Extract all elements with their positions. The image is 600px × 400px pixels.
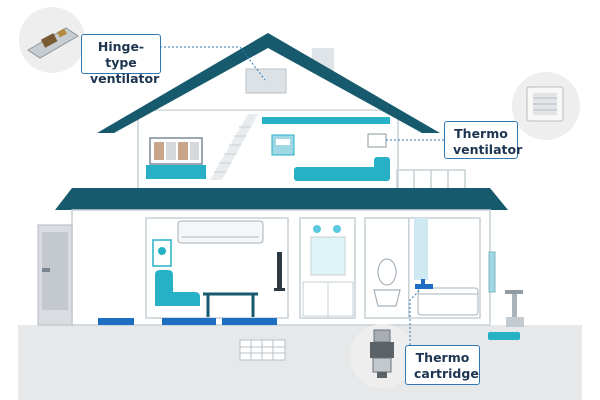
side-window (488, 251, 496, 293)
attic-ventilator (245, 68, 287, 94)
thermo-cartridge-label: Thermo cartridge (405, 345, 480, 385)
table (203, 292, 258, 317)
hinge-ventilator-thumbnail (19, 7, 85, 73)
hinge-label-line1: Hinge-type (97, 39, 145, 70)
foundation-vent (239, 339, 286, 361)
outdoor-faucet (505, 290, 524, 327)
lower-roof (55, 188, 508, 210)
washroom-light-left (313, 225, 321, 233)
shower-column (414, 218, 428, 280)
armchair (155, 270, 200, 306)
thermo-vent-label-line1: Thermo (454, 126, 508, 141)
thermo-vent-label-line2: ventilator (453, 142, 523, 157)
staircase (214, 126, 251, 173)
bookshelf (149, 137, 203, 165)
outdoor-pipe (488, 332, 520, 340)
vanity-cabinet (302, 281, 354, 317)
rug-right (222, 318, 277, 325)
rug-center (162, 318, 216, 325)
television (274, 252, 285, 291)
toilet (373, 258, 401, 307)
thermo-cartridge-thumbnail (350, 324, 414, 388)
thermo-cartridge-leader-line (409, 289, 421, 345)
main-roof (97, 33, 440, 133)
thermo-ventilator-label: Thermo ventilator (444, 121, 523, 159)
washroom-light-right (333, 225, 341, 233)
air-conditioner (177, 220, 264, 244)
balcony-railing (396, 169, 466, 191)
hinge-ventilator-icon (27, 27, 79, 59)
hinge-ventilator-label: Hinge-type ventilator (81, 34, 161, 86)
entrance-door (37, 224, 73, 326)
thermo-cartridge-icon (370, 329, 394, 378)
bed (294, 157, 390, 181)
control-panel-upper (271, 134, 295, 156)
hinge-label-line2: ventilator (90, 71, 160, 86)
hinge-leader-line (160, 46, 266, 81)
thermo-ventilator-thumbnail (512, 72, 580, 140)
mirror (310, 236, 346, 276)
thermo-cart-label-line2: cartridge (414, 366, 479, 381)
upper-shelf (146, 165, 206, 179)
faucet (415, 279, 433, 289)
bathroom-partition (408, 218, 410, 318)
thermo-ventilator-unit (367, 133, 387, 148)
bathtub (417, 287, 479, 316)
rug-left (98, 318, 134, 325)
control-panel-lower (152, 239, 172, 267)
upper-ceiling-beam (262, 117, 390, 124)
thermo-cart-label-line1: Thermo (415, 350, 470, 365)
thermo-ventilator-icon (526, 86, 564, 122)
